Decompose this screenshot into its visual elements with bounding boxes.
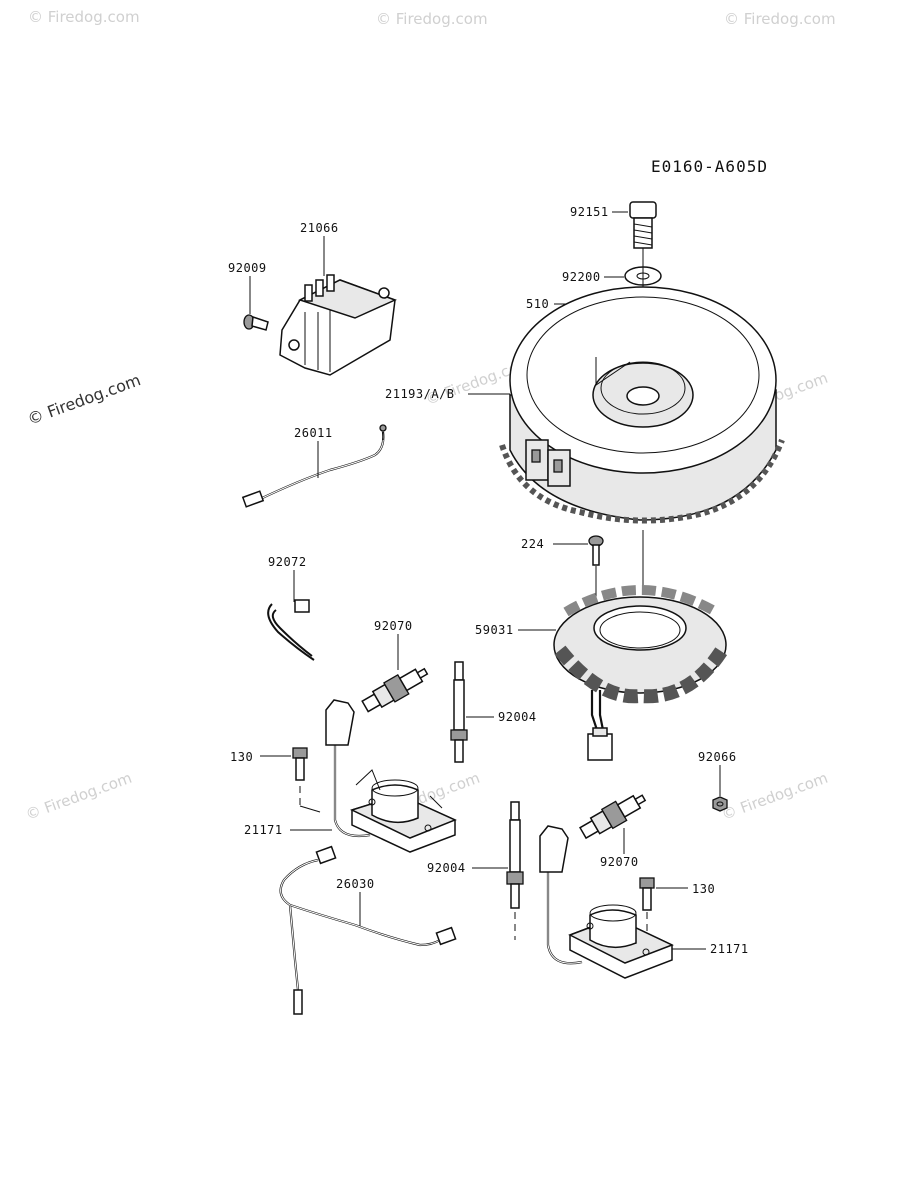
ignition-coil-21171-lower xyxy=(539,825,674,979)
watermark-text: © Firedog.com xyxy=(719,769,830,824)
label-92151: 92151 xyxy=(570,205,609,219)
label-59031: 59031 xyxy=(475,623,514,637)
stator-connector xyxy=(587,690,613,761)
watermark-text: © Firedog.com xyxy=(376,10,488,28)
spark-plug-92070-lower xyxy=(579,794,647,840)
label-130-upper: 130 xyxy=(230,750,253,764)
ignition-coil-21171-upper xyxy=(299,699,457,853)
label-92009: 92009 xyxy=(228,261,267,275)
flywheel-21193 xyxy=(499,286,785,524)
nut-92066 xyxy=(712,796,728,812)
label-21066: 21066 xyxy=(300,221,339,235)
bolt-130-upper xyxy=(292,747,308,781)
label-26030: 26030 xyxy=(336,877,375,891)
lead-wire-26030 xyxy=(279,845,457,1015)
label-21171-lower: 21171 xyxy=(710,942,749,956)
label-92070-lower: 92070 xyxy=(600,855,639,869)
stud-92004-lower xyxy=(506,801,524,909)
screw-224 xyxy=(588,535,604,566)
label-92070-upper: 92070 xyxy=(374,619,413,633)
label-510: 510 xyxy=(526,297,549,311)
regulator-21066 xyxy=(279,274,397,376)
lead-wire-26011 xyxy=(241,424,387,508)
watermark-text: © Firedog.com xyxy=(724,10,836,28)
diagram-code: E0160-A605D xyxy=(651,157,768,176)
clamp-92072 xyxy=(267,599,315,661)
bolt-130-lower xyxy=(639,877,655,911)
label-26011: 26011 xyxy=(294,426,333,440)
screw-92009 xyxy=(243,314,269,331)
stud-92004-upper xyxy=(450,661,468,763)
stator-59031 xyxy=(553,585,728,704)
label-92200: 92200 xyxy=(562,270,601,284)
bolt-92151 xyxy=(629,201,657,249)
label-92066: 92066 xyxy=(698,750,737,764)
watermark-text: © Firedog.com xyxy=(28,8,140,26)
watermark-text: © Firedog.com xyxy=(25,370,143,429)
label-224: 224 xyxy=(521,537,544,551)
watermark-text: © Firedog.com xyxy=(23,769,134,824)
label-21193: 21193/A/B xyxy=(385,387,455,401)
label-92004-upper: 92004 xyxy=(498,710,537,724)
label-130-lower: 130 xyxy=(692,882,715,896)
label-21171-upper: 21171 xyxy=(244,823,283,837)
spark-plug-92070 xyxy=(361,667,429,713)
label-92072: 92072 xyxy=(268,555,307,569)
label-92004-lower: 92004 xyxy=(427,861,466,875)
